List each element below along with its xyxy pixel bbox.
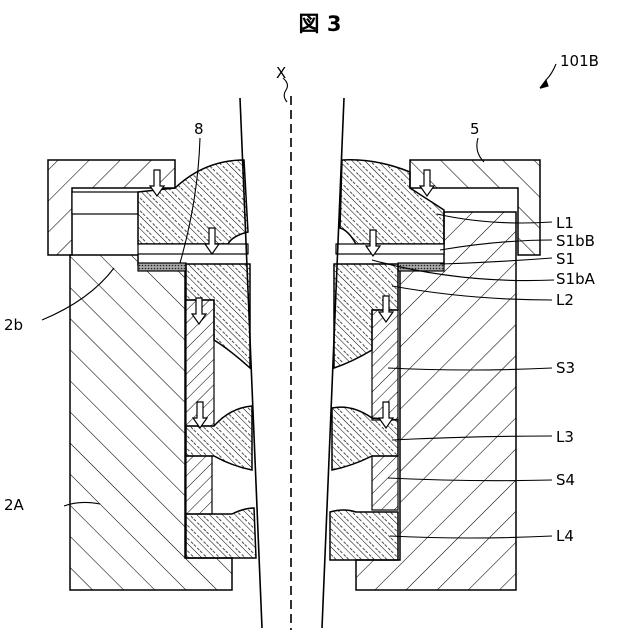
label-8: 8 (194, 120, 204, 138)
label-L1: L1 (556, 214, 574, 232)
label-axis-X: X (276, 64, 286, 82)
adhesive-8 (138, 263, 186, 271)
spacer-S1 (398, 263, 444, 271)
label-S1bB: S1bB (556, 232, 595, 250)
gap-left (72, 192, 138, 214)
label-5: 5 (470, 120, 480, 138)
spacer-S4-left (186, 456, 212, 514)
label-L3: L3 (556, 428, 574, 446)
spacer-S1bB-right (336, 244, 444, 254)
label-ref-101B: 101B (560, 52, 599, 70)
label-S3: S3 (556, 359, 575, 377)
label-2b: 2b (4, 316, 23, 334)
label-L2: L2 (556, 291, 574, 309)
label-2A: 2A (4, 496, 25, 514)
spacer-S4-right (372, 456, 398, 510)
spacer-S1bB-left (138, 244, 248, 254)
label-S1: S1 (556, 250, 575, 268)
label-L4: L4 (556, 527, 574, 545)
lens-L4-left (186, 508, 256, 558)
lens-L4-right (330, 510, 398, 560)
label-S4: S4 (556, 471, 575, 489)
label-S1bA: S1bA (556, 270, 596, 288)
